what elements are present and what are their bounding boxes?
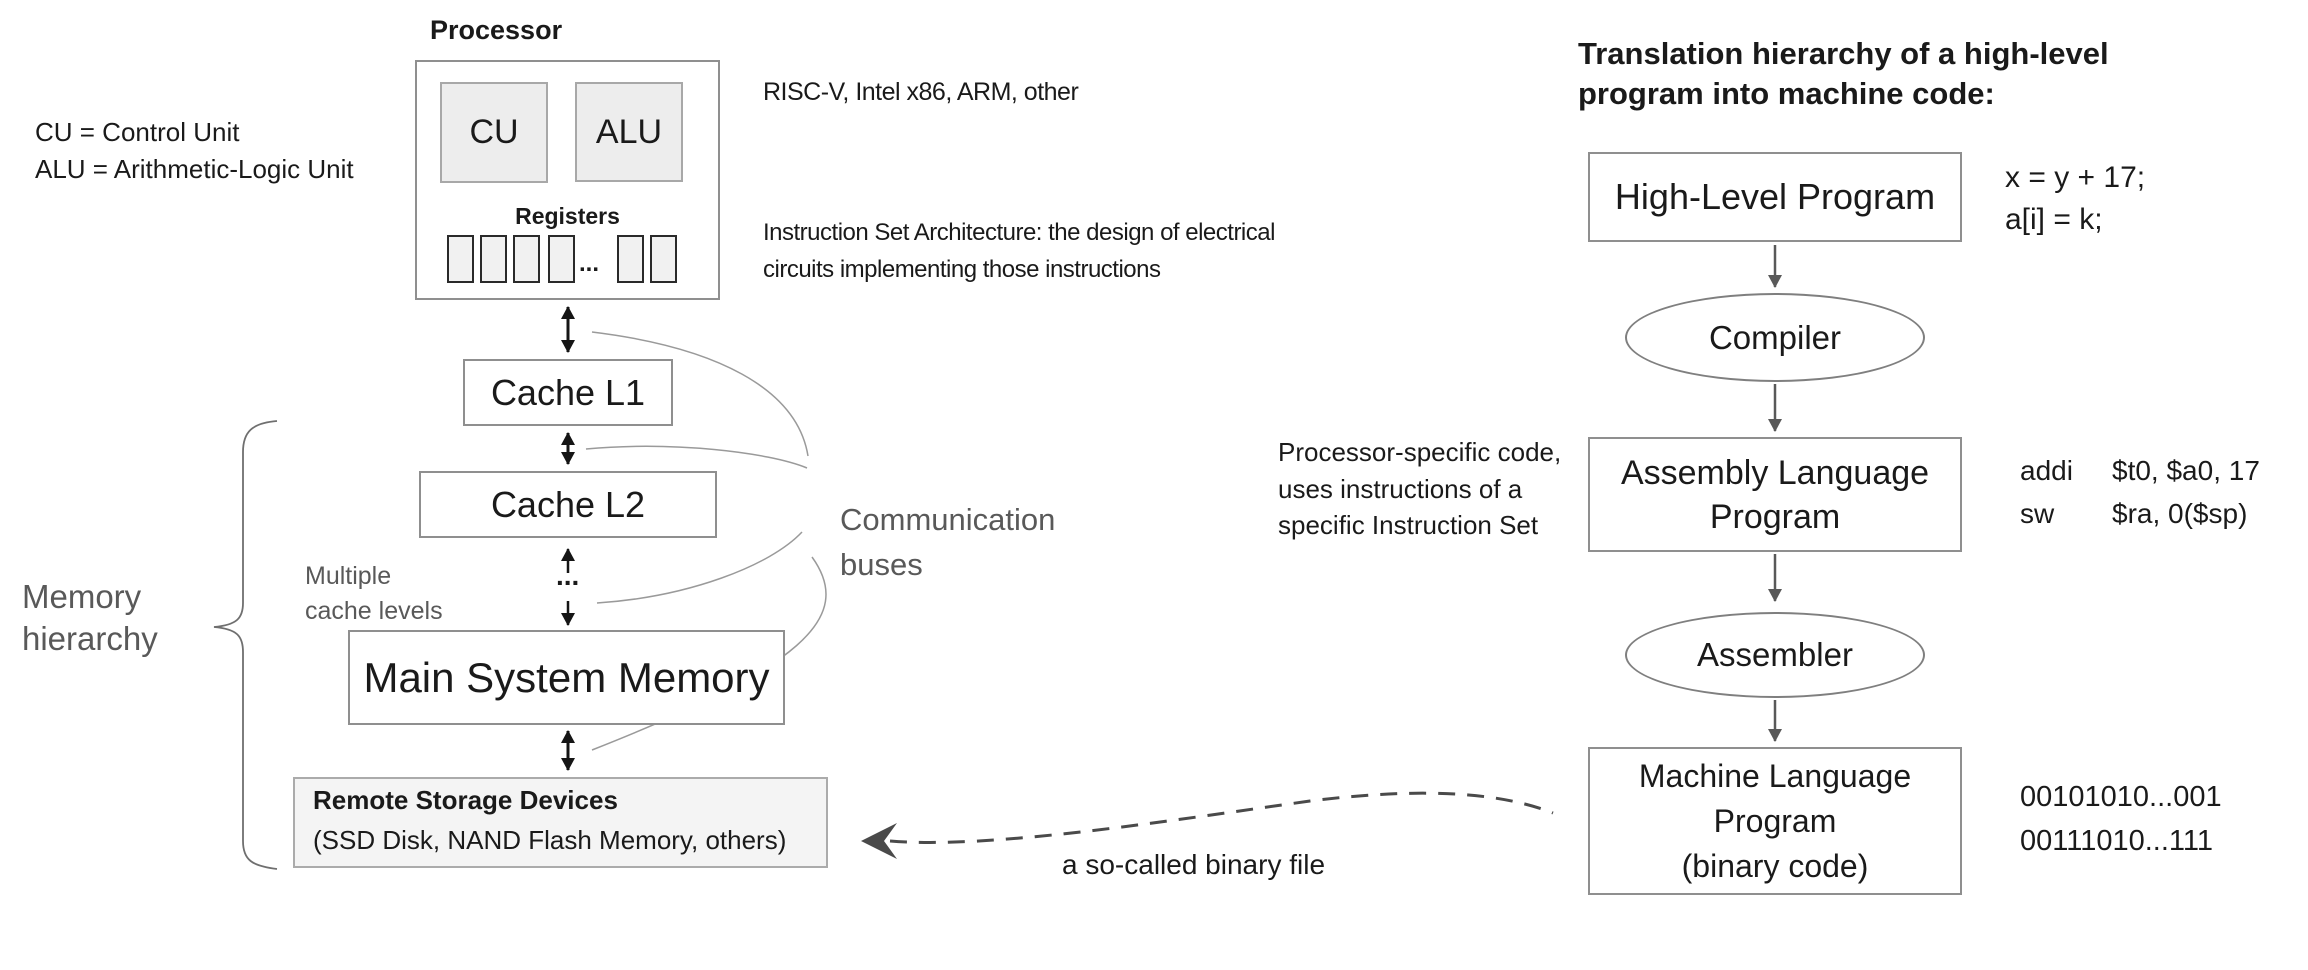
- alu-box: ALU: [575, 82, 683, 182]
- assembler-ellipse: Assembler: [1625, 612, 1925, 698]
- machine-box-line1: Machine Language: [1638, 757, 1912, 794]
- processor-specific-note-line1: Processor-specific code,: [1278, 437, 1562, 467]
- registers-label: Registers: [515, 203, 620, 229]
- cache-l2-box: Cache L2: [419, 471, 717, 538]
- hll-code-line1: x = y + 17;: [2005, 161, 2146, 194]
- machine-box-line2: Program: [1713, 802, 1837, 839]
- register-cell: [480, 235, 507, 283]
- asm-code-op2: sw: [2020, 498, 2055, 529]
- assembly-box-line1: Assembly Language: [1620, 453, 1930, 492]
- register-cell: [617, 235, 644, 283]
- register-cell: [513, 235, 540, 283]
- binary-code-line2: 00111010...111: [2020, 825, 2213, 857]
- processor-specific-note-line2: uses instructions of a: [1278, 474, 1523, 504]
- asm-code-args1: $t0, $a0, 17: [2112, 455, 2260, 486]
- assembly-box-line2: Program: [1709, 497, 1841, 536]
- memory-hierarchy-brace: [213, 420, 278, 870]
- cu-box: CU: [440, 82, 548, 183]
- registers-ellipsis: ...: [579, 250, 600, 277]
- binary-file-dashed-arrow: [889, 791, 1554, 844]
- legend-alu: ALU = Arithmetic-Logic Unit: [35, 154, 354, 184]
- asm-code-args2: $ra, 0($sp): [2112, 498, 2248, 529]
- isa-note-line1: Instruction Set Architecture: the design…: [763, 219, 1275, 246]
- communication-buses-line2: buses: [840, 547, 923, 582]
- main-memory-box: Main System Memory: [348, 630, 785, 725]
- memory-hierarchy-label-line2: hierarchy: [22, 620, 158, 657]
- processor-title: Processor: [430, 15, 563, 45]
- multiple-cache-levels-line2: cache levels: [305, 597, 443, 625]
- translation-title-line1: Translation hierarchy of a high-level: [1578, 36, 2109, 71]
- remote-storage-subtitle: (SSD Disk, NAND Flash Memory, others): [313, 825, 787, 855]
- bus-curve-2: [585, 445, 808, 469]
- multiple-cache-levels-line1: Multiple: [305, 562, 392, 590]
- register-cell: [447, 235, 474, 283]
- legend-cu: CU = Control Unit: [35, 117, 240, 147]
- binary-file-note: a so-called binary file: [1062, 849, 1326, 880]
- bus-curve-3: [596, 531, 803, 604]
- binary-file-arrowhead: [861, 823, 897, 859]
- cpu-examples-note: RISC-V, Intel x86, ARM, other: [763, 78, 1079, 106]
- asm-code-op1: addi: [2020, 455, 2073, 486]
- isa-note-line2: circuits implementing those instructions: [763, 256, 1161, 283]
- register-cell: [548, 235, 575, 283]
- remote-storage-title: Remote Storage Devices: [313, 785, 618, 815]
- compiler-ellipse: Compiler: [1625, 293, 1925, 382]
- communication-buses-line1: Communication: [840, 502, 1056, 537]
- machine-box-line3: (binary code): [1681, 847, 1869, 884]
- cache-levels-ellipsis: ...: [556, 560, 580, 591]
- assembly-program-box: Assembly Language Program: [1588, 437, 1962, 552]
- processor-specific-note-line3: specific Instruction Set: [1278, 510, 1539, 540]
- register-cell: [650, 235, 677, 283]
- hll-code-line2: a[i] = k;: [2005, 203, 2103, 236]
- machine-program-box: Machine Language Program (binary code): [1588, 747, 1962, 895]
- binary-code-line1: 00101010...001: [2020, 781, 2222, 813]
- remote-storage-box: [293, 777, 828, 868]
- cache-l1-box: Cache L1: [463, 359, 673, 426]
- high-level-program-box: High-Level Program: [1588, 152, 1962, 242]
- memory-hierarchy-label-line1: Memory: [22, 578, 142, 615]
- bus-curve-1: [591, 331, 809, 457]
- translation-title-line2: program into machine code:: [1578, 76, 1995, 111]
